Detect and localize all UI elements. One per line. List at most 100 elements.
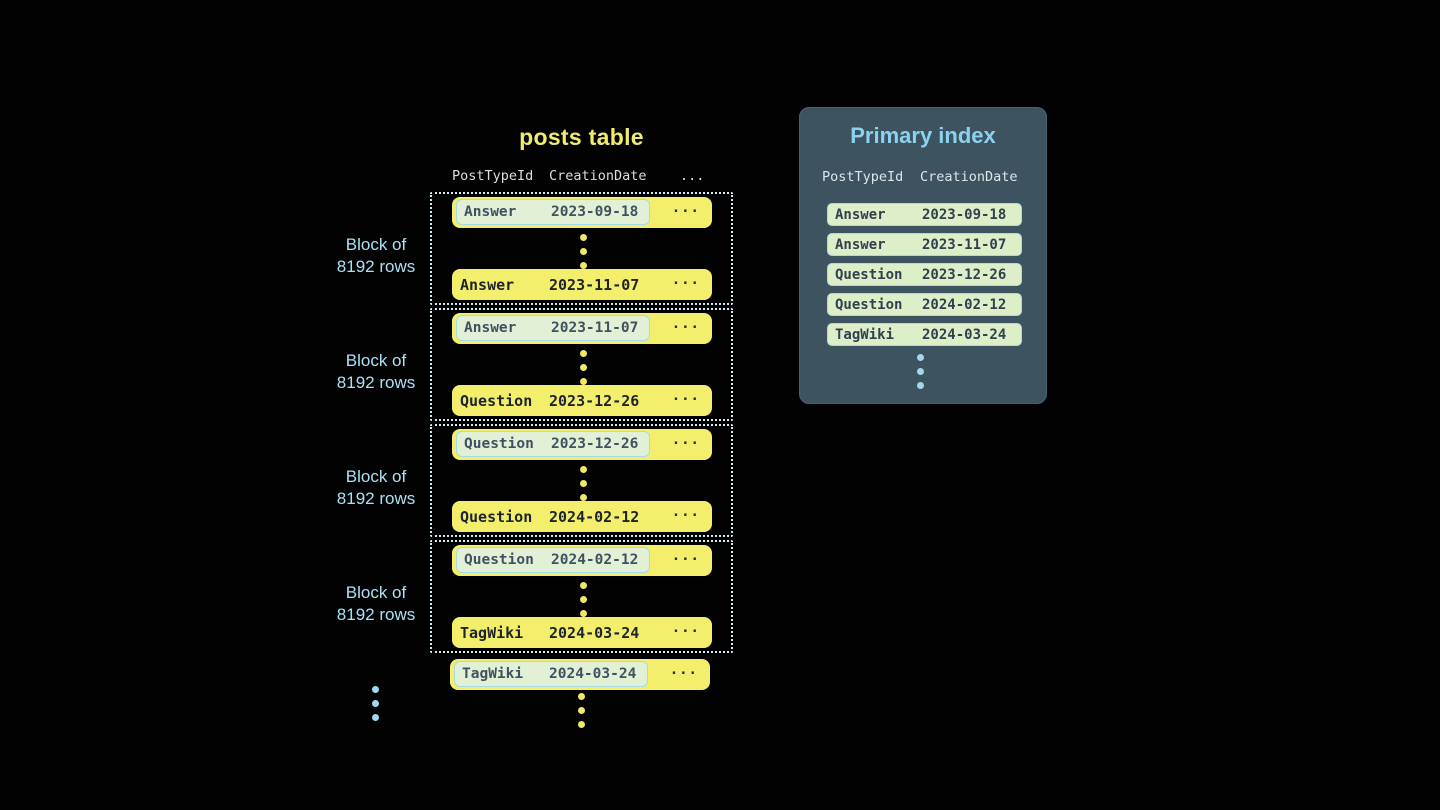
dot [580,364,587,371]
index-entry-badge: Question 2023-12-26 [456,431,650,457]
vertical-ellipsis [372,686,379,721]
cell-posttypeid: Answer [835,236,886,253]
block-label: Block of 8192 rows [316,582,436,626]
index-entry-badge: TagWiki 2024-03-24 [454,661,648,687]
index-entry: TagWiki 2024-03-24 [827,323,1022,346]
cell-more: ... [671,200,700,216]
dot [372,686,379,693]
primary-index-title: Primary index [850,123,996,148]
table-row: Question 2024-02-12 ... [452,501,712,532]
cell-posttypeid: Answer [464,320,517,336]
table-row: Answer 2023-11-07 ... [452,313,712,344]
vertical-ellipsis [580,234,587,269]
cell-creationdate: 2023-11-07 [922,236,1007,253]
row-block-4: Question 2024-02-12 ... TagWiki 2024-03-… [430,540,733,653]
table-row: Question 2024-02-12 ... [452,545,712,576]
dot [372,714,379,721]
cell-creationdate: 2023-12-26 [922,266,1007,283]
block-label-line1: Block of [345,235,407,254]
dot [578,707,585,714]
block-label-line1: Block of [345,351,407,370]
cell-creationdate: 2023-12-26 [549,391,640,410]
table-row: TagWiki 2024-03-24 ... [450,659,710,690]
table-row: Answer 2023-11-07 ... [452,269,712,300]
vertical-ellipsis [580,582,587,617]
dot [580,248,587,255]
column-header-posttypeid: PostTypeId [452,168,534,184]
cell-posttypeid: Question [835,266,903,283]
vertical-ellipsis [580,350,587,385]
dot [580,480,587,487]
block-label-line1: Block of [345,467,407,486]
cell-creationdate: 2024-02-12 [922,296,1007,313]
dot [372,700,379,707]
dot [580,494,587,501]
index-entry-badge: Answer 2023-11-07 [456,315,650,341]
cell-posttypeid: Question [835,296,903,313]
cell-creationdate: 2024-02-12 [551,552,639,568]
dot [580,582,587,589]
index-entry: Answer 2023-11-07 [827,233,1022,256]
row-block-1: Answer 2023-09-18 ... Answer 2023-11-07 … [430,192,733,305]
cell-more: ... [669,662,698,678]
dot [580,596,587,603]
dot [580,234,587,241]
index-entry: Answer 2023-09-18 [827,203,1022,226]
column-header-more: ... [680,168,705,184]
cell-more: ... [671,548,700,564]
block-label-line2: 8192 rows [336,489,416,508]
cell-creationdate: 2023-09-18 [551,204,639,220]
cell-posttypeid: Question [460,507,533,526]
cell-more: ... [671,272,700,288]
posts-table-title: posts table [519,124,644,150]
index-entry-badge: Question 2024-02-12 [456,547,650,573]
cell-posttypeid: Answer [460,275,515,294]
cell-creationdate: 2024-03-24 [922,326,1007,343]
table-row: Answer 2023-09-18 ... [452,197,712,228]
table-row: TagWiki 2024-03-24 ... [452,617,712,648]
dot [580,378,587,385]
column-header-creationdate: CreationDate [920,169,1018,185]
block-label: Block of 8192 rows [316,466,436,510]
primary-index-column-headers: PostTypeId CreationDate [800,169,1046,187]
index-entry: Question 2023-12-26 [827,263,1022,286]
cell-more: ... [671,388,700,404]
cell-more: ... [671,432,700,448]
cell-posttypeid: Question [464,436,534,452]
cell-posttypeid: Question [460,391,533,410]
cell-creationdate: 2023-11-07 [549,275,640,294]
dot [580,610,587,617]
row-block-3: Question 2023-12-26 ... Question 2024-02… [430,424,733,537]
dot [917,354,924,361]
vertical-ellipsis [578,693,585,728]
cell-creationdate: 2023-12-26 [551,436,639,452]
block-label: Block of 8192 rows [316,234,436,278]
cell-creationdate: 2023-09-18 [922,206,1007,223]
cell-more: ... [671,504,700,520]
cell-more: ... [671,620,700,636]
dot [580,350,587,357]
dot [917,368,924,375]
cell-posttypeid: Answer [835,206,886,223]
cell-creationdate: 2024-03-24 [549,666,637,682]
index-entry: Question 2024-02-12 [827,293,1022,316]
table-row: Question 2023-12-26 ... [452,429,712,460]
row-block-2: Answer 2023-11-07 ... Question 2023-12-2… [430,308,733,421]
block-label-line2: 8192 rows [336,257,416,276]
posts-table-column-headers: PostTypeId CreationDate ... [430,168,733,186]
cell-posttypeid: TagWiki [835,326,895,343]
cell-creationdate: 2024-03-24 [549,623,640,642]
cell-posttypeid: TagWiki [460,623,524,642]
posts-table-diagram: posts table PostTypeId CreationDate ... … [430,122,733,742]
vertical-ellipsis [580,466,587,501]
block-label-line1: Block of [345,583,407,602]
dot [580,466,587,473]
dot [580,262,587,269]
block-label: Block of 8192 rows [316,350,436,394]
cell-more: ... [671,316,700,332]
table-row: Question 2023-12-26 ... [452,385,712,416]
cell-creationdate: 2024-02-12 [549,507,640,526]
block-label-line2: 8192 rows [336,605,416,624]
cell-posttypeid: Answer [464,204,517,220]
